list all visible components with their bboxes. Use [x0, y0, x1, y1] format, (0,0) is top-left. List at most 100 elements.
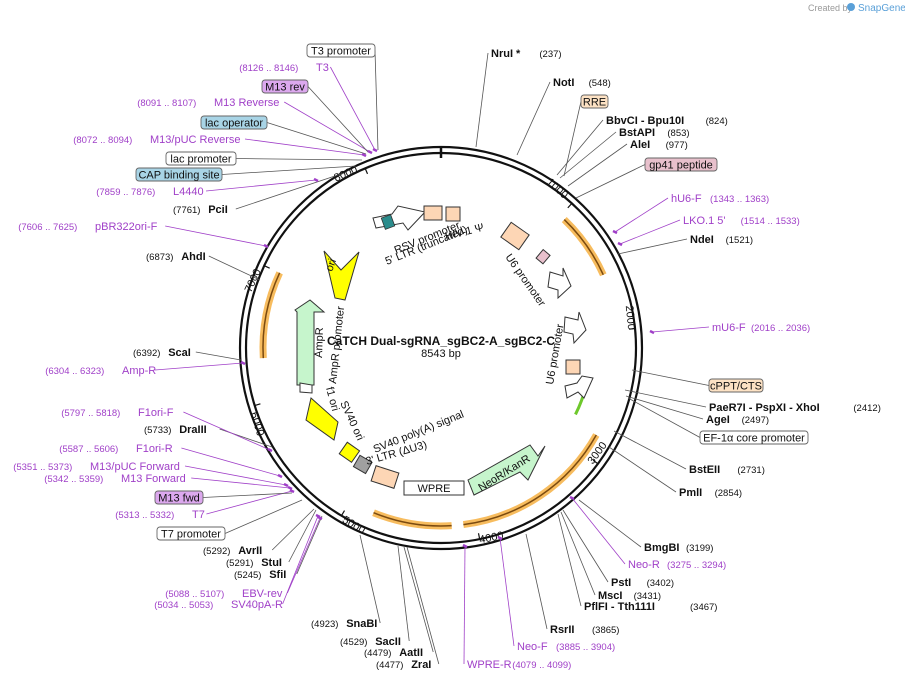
feature-box-m13-fwd[interactable]: M13 fwd [154, 490, 204, 505]
leader-sfii [296, 515, 323, 575]
primer-neo-r[interactable]: Neo-R (3275 .. 3294) [569, 495, 726, 571]
primer-lko-1-5[interactable]: LKO.1 5'(1514 .. 1533) [617, 215, 800, 247]
site-agei[interactable]: AgeI(2497) [706, 414, 769, 426]
primer-m13-puc-reverse[interactable]: (8072 .. 8094)M13/pUC Reverse [73, 134, 367, 158]
site-position: (2854) [715, 488, 742, 499]
site-alei[interactable]: AleI(977) [630, 139, 688, 151]
site-name: ScaI [168, 347, 191, 359]
feature-box-rre[interactable]: RRE [580, 94, 609, 109]
sv40-ori-feature [338, 441, 361, 464]
site-rsrii[interactable]: RsrII(3865) [550, 624, 619, 636]
site-ahdi[interactable]: (6873)AhdI [146, 251, 206, 263]
feature-box-cppt-cts[interactable]: cPPT/CTS [708, 378, 764, 393]
site-ndei[interactable]: NdeI(1521) [690, 234, 753, 246]
feature-box-ef-1-core-promoter[interactable]: EF-1α core promoter [699, 430, 809, 445]
feature-box-lac-operator[interactable]: lac operator [200, 115, 268, 130]
primer-position: (5797 .. 5818) [61, 408, 120, 419]
site-bbvci-bpu10i[interactable]: BbvCI - Bpu10I(824) [606, 115, 728, 127]
primer-f1ori-r[interactable]: (5587 .. 5606)F1ori-R [59, 443, 283, 479]
leader-m13-puc-forward [184, 465, 287, 486]
leader-sv40pa-r [282, 515, 319, 605]
5-ltr-feature [423, 205, 443, 221]
site-noti[interactable]: NotI(548) [553, 77, 611, 89]
primer-position: (3275 .. 3294) [667, 560, 726, 571]
site-name: BbvCI - Bpu10I [606, 115, 684, 127]
primer-name: Neo-R [628, 559, 660, 571]
site-nrui[interactable]: NruI *(237) [491, 48, 562, 60]
primer-mark [315, 513, 321, 519]
label-sv40-ori: SV40 ori [337, 399, 366, 442]
site-bstapi[interactable]: BstAPI(853) [619, 127, 690, 139]
site-msci[interactable]: MscI(3431) [598, 590, 661, 602]
site-snabi[interactable]: (4923)SnaBI [311, 618, 377, 630]
primer-amp-r[interactable]: (6304 .. 6323)Amp-R [45, 360, 246, 377]
primer-hu6-f[interactable]: hU6-F(1343 .. 1363) [612, 193, 769, 235]
primer-pbr322ori-f[interactable]: (7606 .. 7625)pBR322ori-F [18, 221, 269, 249]
primer-m13-reverse[interactable]: (8091 .. 8107)M13 Reverse [137, 97, 373, 155]
site-position: (2731) [737, 465, 764, 476]
site-bsteii[interactable]: BstEII(2731) [689, 464, 765, 476]
primer-t7[interactable]: (5313 .. 5332)T7 [115, 488, 295, 521]
feature-box-lac-promoter[interactable]: lac promoter [165, 151, 237, 166]
feature-box-bg [306, 43, 376, 58]
leader-amp-r [154, 362, 244, 371]
site-stui[interactable]: (5291)StuI [226, 557, 282, 569]
primer-wpre-r[interactable]: WPRE-R(4079 .. 4099) [462, 543, 571, 671]
feature-box-label: M13 fwd [158, 493, 200, 505]
site-psti[interactable]: PstI(3402) [611, 577, 674, 589]
site-sfii[interactable]: (5245)SfiI [234, 569, 286, 581]
feature-box-cap-binding-site[interactable]: CAP binding site [135, 167, 223, 182]
wpre-feature [403, 480, 465, 496]
leader-scai [195, 351, 242, 361]
created-by-label: Created by [808, 3, 853, 13]
site-zrai[interactable]: (4477)ZraI [376, 659, 431, 671]
site-scai[interactable]: (6392)ScaI [133, 347, 191, 359]
label-leaders [154, 50, 710, 665]
site-aatii[interactable]: (4479)AatII [364, 647, 423, 659]
primer-t3[interactable]: (8126 .. 8146)T3 [239, 62, 378, 153]
leader-ndei [617, 238, 688, 255]
site-position: (548) [589, 78, 611, 89]
leader-ebv-rev [287, 517, 321, 594]
primer-name: F1ori-F [138, 407, 174, 419]
primer-mark [372, 147, 378, 153]
site-name: PaeR7I - PspXI - XhoI [709, 402, 820, 414]
site-sacii[interactable]: (4529)SacII [340, 636, 401, 648]
primer-neo-f[interactable]: Neo-F(3885 .. 3904) [497, 535, 615, 653]
primer-mu6-f[interactable]: mU6-F(2016 .. 2036) [649, 322, 810, 335]
site-position: (2412) [853, 403, 880, 414]
primer-position: (8072 .. 8094) [73, 135, 132, 146]
site-position: (977) [666, 140, 688, 151]
site-pflfi-tth111i[interactable]: PflFI - Tth111I(3467) [584, 601, 717, 613]
primer-f1ori-f[interactable]: (5797 .. 5818) F1ori-F [61, 407, 273, 453]
leader-bstapi [559, 131, 617, 179]
primer-sv40pa-r[interactable]: (5034 .. 5053)SV40pA-R [154, 513, 321, 611]
leader-rsrii [525, 533, 548, 630]
site-position: (2497) [742, 415, 769, 426]
site-pcii[interactable]: (7761)PciI [173, 204, 228, 216]
leader-snabi [359, 534, 381, 624]
feature-box-m13-rev[interactable]: M13 rev [261, 79, 309, 94]
primer-m13-puc-forward[interactable]: (5351 .. 5373)M13/pUC Forward [13, 461, 289, 488]
leader-psti [562, 509, 609, 583]
feature-box-t3-promoter[interactable]: T3 promoter [306, 43, 376, 58]
primer-mark [283, 482, 289, 488]
site-name: AatII [399, 647, 423, 659]
feature-box-t7-promoter[interactable]: T7 promoter [156, 526, 226, 541]
site-bmgbi[interactable]: BmgBI(3199) [644, 542, 713, 554]
snapgene-logo [847, 3, 855, 11]
feature-box-gp41-peptide[interactable]: gp41 peptide [644, 157, 718, 172]
site-position: (237) [539, 49, 561, 60]
u6-promoter-2-feature [563, 311, 587, 345]
orf-arcs [259, 217, 607, 530]
site-draiii[interactable]: (5733)DraIII [144, 424, 207, 436]
primer-mark [289, 488, 295, 494]
feature-box-bg [200, 115, 268, 130]
primer-m13-forward[interactable]: (5342 .. 5359)M13 Forward [44, 473, 293, 491]
site-pmli[interactable]: PmlI(2854) [679, 487, 742, 499]
site-paer7i-pspxi-xhoi[interactable]: PaeR7I - PspXI - XhoI (2412) [709, 402, 881, 414]
primer-l4440[interactable]: (7859 .. 7876)L4440 [96, 177, 319, 198]
tick-1000 [567, 203, 573, 209]
primer-mark [462, 543, 468, 549]
site-avrii[interactable]: (5292)AvrII [203, 545, 262, 557]
